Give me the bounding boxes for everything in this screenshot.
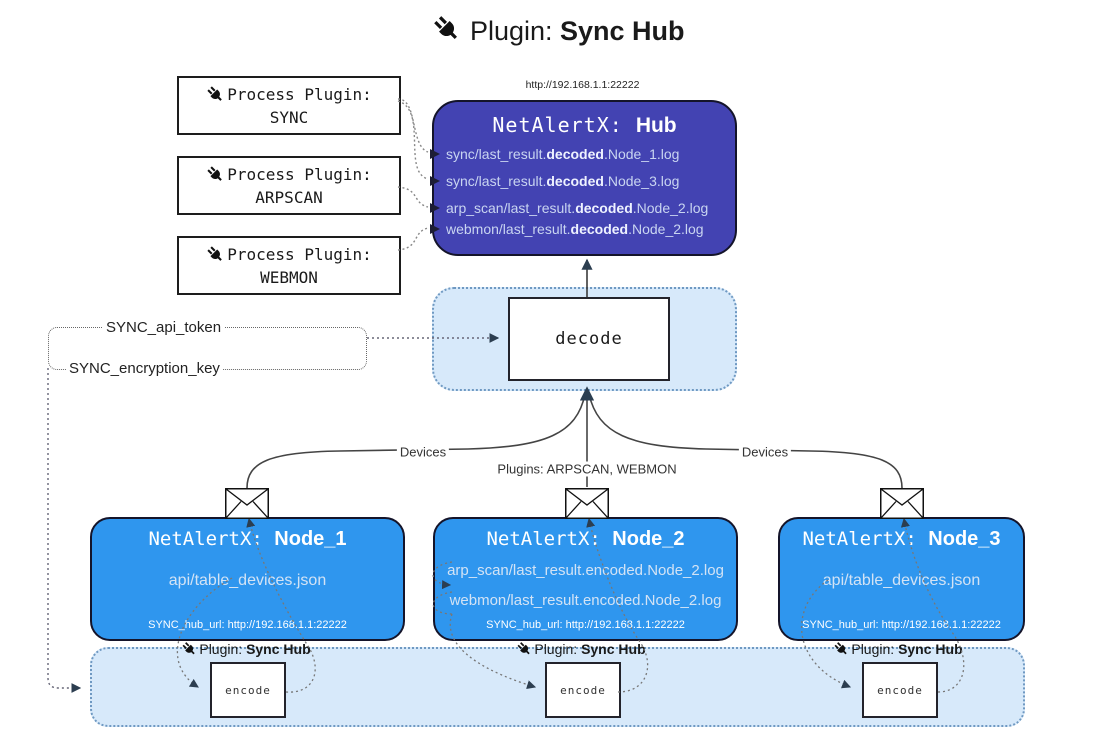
edge-label-devices-right: Devices bbox=[738, 444, 792, 460]
plug-icon bbox=[181, 641, 197, 657]
sync-encryption-key-label: SYNC_encryption_key bbox=[66, 360, 223, 377]
node-hub-url: SYNC_hub_url: http://192.168.1.1:22222 bbox=[148, 619, 347, 631]
node-hub-url: SYNC_hub_url: http://192.168.1.1:22222 bbox=[486, 619, 685, 631]
hub-log-line: sync/last_result.decoded.Node_3.log bbox=[430, 173, 733, 192]
envelope-icon bbox=[880, 488, 924, 519]
plug-icon bbox=[206, 164, 225, 183]
hub-log-line: sync/last_result.decoded.Node_1.log bbox=[430, 146, 733, 165]
hub-url-label: http://192.168.1.1:22222 bbox=[525, 79, 640, 91]
plug-icon bbox=[432, 14, 462, 44]
encode-plugin-label: Plugin: Sync Hub bbox=[833, 641, 963, 657]
node-title: NetAlertX: Node_3 bbox=[802, 528, 1001, 550]
process-plugin-name: ARPSCAN bbox=[255, 187, 323, 207]
page-title-prefix: Plugin: bbox=[469, 16, 561, 46]
node-2-box: NetAlertX: Node_2 arp_scan/last_result.e… bbox=[433, 517, 738, 641]
process-plugin-arpscan: Process Plugin: ARPSCAN bbox=[177, 156, 401, 215]
process-plugin-label: Process Plugin: bbox=[227, 164, 372, 184]
node-title: NetAlertX: Node_1 bbox=[148, 528, 347, 550]
decode-label: decode bbox=[555, 329, 623, 349]
encode-box: encode bbox=[862, 662, 938, 718]
node-file-line: webmon/last_result.encoded.Node_2.log bbox=[449, 592, 722, 609]
process-plugin-name: SYNC bbox=[269, 107, 309, 127]
hub-log-line: arp_scan/last_result.decoded.Node_2.log bbox=[430, 200, 733, 219]
node-1-box: NetAlertX: Node_1 api/table_devices.json… bbox=[90, 517, 405, 641]
page-title: Plugin: Sync Hub bbox=[0, 14, 1117, 47]
node-file-line: api/table_devices.json bbox=[168, 572, 327, 589]
process-plugin-sync: Process Plugin: SYNC bbox=[177, 76, 401, 135]
hub-box: NetAlertX: Hub sync/last_result.decoded.… bbox=[430, 100, 737, 256]
plug-icon bbox=[206, 84, 225, 103]
node-title: NetAlertX: Node_2 bbox=[486, 528, 685, 550]
encode-plugin-label: Plugin: Sync Hub bbox=[516, 641, 646, 657]
encode-box: encode bbox=[210, 662, 286, 718]
hub-title-bold: Hub bbox=[635, 114, 677, 137]
sync-api-token-label: SYNC_api_token bbox=[103, 319, 225, 336]
hub-title: NetAlertX: Hub bbox=[434, 113, 735, 138]
process-plugin-webmon: Process Plugin: WEBMON bbox=[177, 236, 401, 295]
node-file-line: api/table_devices.json bbox=[822, 572, 981, 589]
decode-box: decode bbox=[508, 297, 670, 381]
encode-plugin-label: Plugin: Sync Hub bbox=[181, 641, 311, 657]
process-plugin-label: Process Plugin: bbox=[227, 244, 372, 264]
node-3-box: NetAlertX: Node_3 api/table_devices.json… bbox=[778, 517, 1025, 641]
plug-icon bbox=[833, 641, 849, 657]
plug-icon bbox=[516, 641, 532, 657]
envelope-icon bbox=[225, 488, 269, 519]
edge-label-plugins: Plugins: ARPSCAN, WEBMON bbox=[494, 461, 680, 477]
node-hub-url: SYNC_hub_url: http://192.168.1.1:22222 bbox=[802, 619, 1001, 631]
hub-title-prefix: NetAlertX: bbox=[492, 113, 636, 137]
encode-box: encode bbox=[545, 662, 621, 718]
hub-log-line: webmon/last_result.decoded.Node_2.log bbox=[430, 221, 733, 240]
plug-icon bbox=[206, 244, 225, 263]
node-file-line: arp_scan/last_result.encoded.Node_2.log bbox=[447, 562, 724, 579]
page-title-bold: Sync Hub bbox=[560, 16, 685, 46]
envelope-icon bbox=[565, 488, 609, 519]
edge-label-devices-left: Devices bbox=[396, 444, 450, 460]
process-plugin-label: Process Plugin: bbox=[227, 84, 372, 104]
process-plugin-name: WEBMON bbox=[260, 267, 318, 287]
